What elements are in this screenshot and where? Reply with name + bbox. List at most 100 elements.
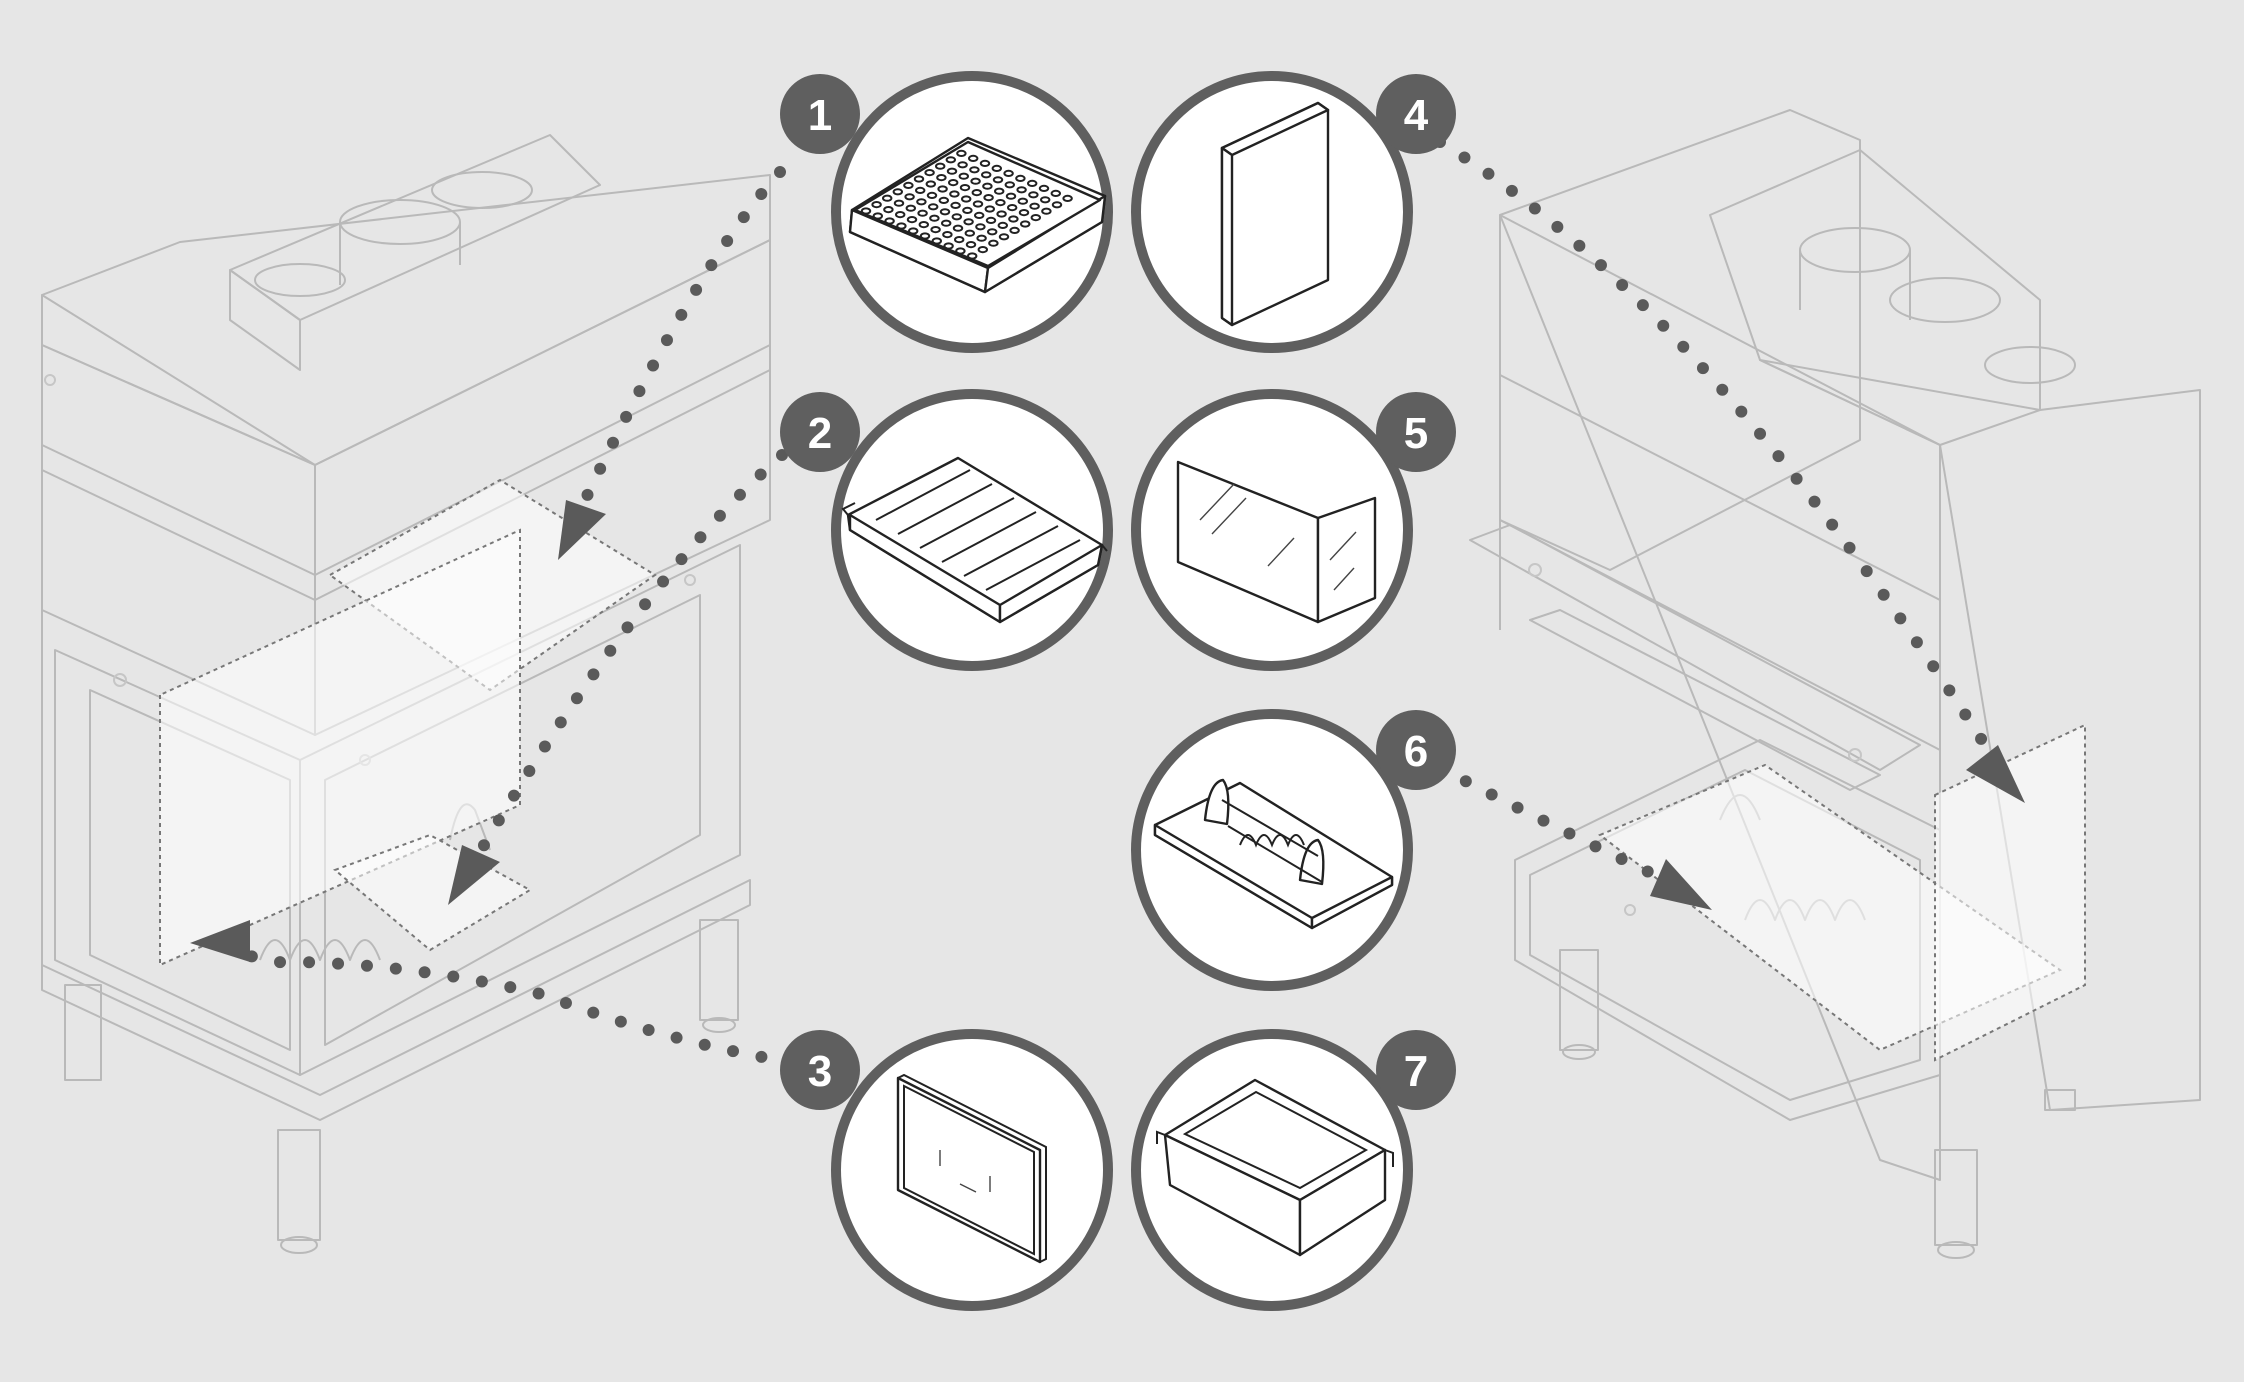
plate-hole [918,221,929,229]
badge-label-6: 6 [1404,727,1428,776]
plate-hole [976,234,987,242]
plate-hole [974,211,985,219]
right-fireplace [1469,109,2201,1259]
plate-hole [967,252,978,260]
number-badge-5: 5 [1376,392,1456,472]
plate-hole [930,226,941,234]
part-callout-6 [1131,709,1413,991]
plate-hole [954,236,965,244]
plate-hole [904,193,915,201]
plate-hole [988,239,999,247]
plate-hole [968,154,979,162]
plate-hole [919,232,931,240]
plate-hole [1041,207,1052,215]
plate-hole [1038,184,1050,192]
plate-hole [1030,214,1042,222]
part-4-ghost [1934,723,2086,1062]
plate-hole [913,175,925,183]
plate-hole [995,199,1006,207]
plate-hole [955,247,966,255]
plate-hole [893,199,905,207]
plate-hole [994,187,1005,195]
number-badge-3: 3 [780,1030,860,1110]
plate-hole [903,181,914,189]
plate-hole [956,149,967,157]
plate-hole [964,229,975,237]
plate-hole [991,164,1002,172]
connectors [190,136,2025,1068]
plate-hole [949,190,960,198]
arrowhead-1 [558,500,606,560]
plate-hole [895,211,906,219]
plate-hole [979,159,991,167]
plate-hole [928,203,939,211]
plate-hole [984,205,995,213]
plate-hole [1015,174,1026,182]
plate-hole [929,214,940,222]
plate-hole [924,169,935,177]
number-badge-4: 4 [1376,74,1456,154]
plate-hole [951,213,962,221]
plate-hole [948,179,959,187]
cast-iron-grate-icon [841,456,1108,624]
arrowhead-6 [1650,859,1712,910]
log-holder-icon [1153,778,1394,930]
plate-hole [962,206,973,214]
plate-hole [997,221,1008,229]
plate-hole [1004,181,1015,189]
plate-hole [998,233,1010,241]
plate-hole [1062,194,1073,202]
badge-label-2: 2 [808,409,832,458]
plate-hole [971,189,982,197]
connector-1 [580,166,786,504]
connector-4 [1434,136,1991,751]
plate-hole [969,166,980,174]
perforated-plate-icon [848,136,1107,294]
plate-hole [943,242,954,250]
plate-hole [937,185,948,193]
plate-hole [950,201,961,209]
part-callout-1 [831,71,1113,353]
part-callout-5 [1131,389,1413,671]
badge-label-1: 1 [808,91,832,140]
plate-hole [977,246,988,254]
plate-hole [1003,169,1014,177]
plate-hole [884,217,895,225]
plate-hole [952,224,964,232]
plate-hole [1008,215,1019,223]
plate-hole [939,208,951,216]
plate-hole [936,174,947,182]
ash-pan-icon [1156,1078,1394,1257]
plate-hole [938,196,949,204]
part-callout-3 [831,1029,1113,1311]
plate-hole [1019,220,1031,228]
left-fireplace [41,134,771,1254]
plate-hole [1007,204,1018,212]
plate-hole [985,216,997,224]
plate-hole [1040,196,1051,204]
plate-hole [957,161,968,169]
plate-hole [963,218,974,226]
badge-label-7: 7 [1404,1047,1428,1096]
plate-hole [1050,189,1062,197]
plate-hole [942,231,953,239]
plate-hole [959,184,971,192]
plate-hole [965,241,977,249]
corner-glass-icon [1176,460,1377,624]
number-badge-1: 1 [780,74,860,154]
arrowhead-3 [190,920,250,962]
door-frame-icon [896,1073,1047,1264]
connector-2 [474,449,788,858]
plate-hole [987,228,998,236]
plate-hole [1005,192,1017,200]
plate-hole [958,172,969,180]
plate-hole [931,237,942,245]
plate-hole [915,186,926,194]
plate-hole [996,210,1007,218]
plate-hole [1016,186,1027,194]
arrowhead-4 [1966,745,2025,803]
arrowhead-2 [448,845,500,905]
plate-hole [1029,202,1040,210]
plate-hole [1017,197,1028,205]
